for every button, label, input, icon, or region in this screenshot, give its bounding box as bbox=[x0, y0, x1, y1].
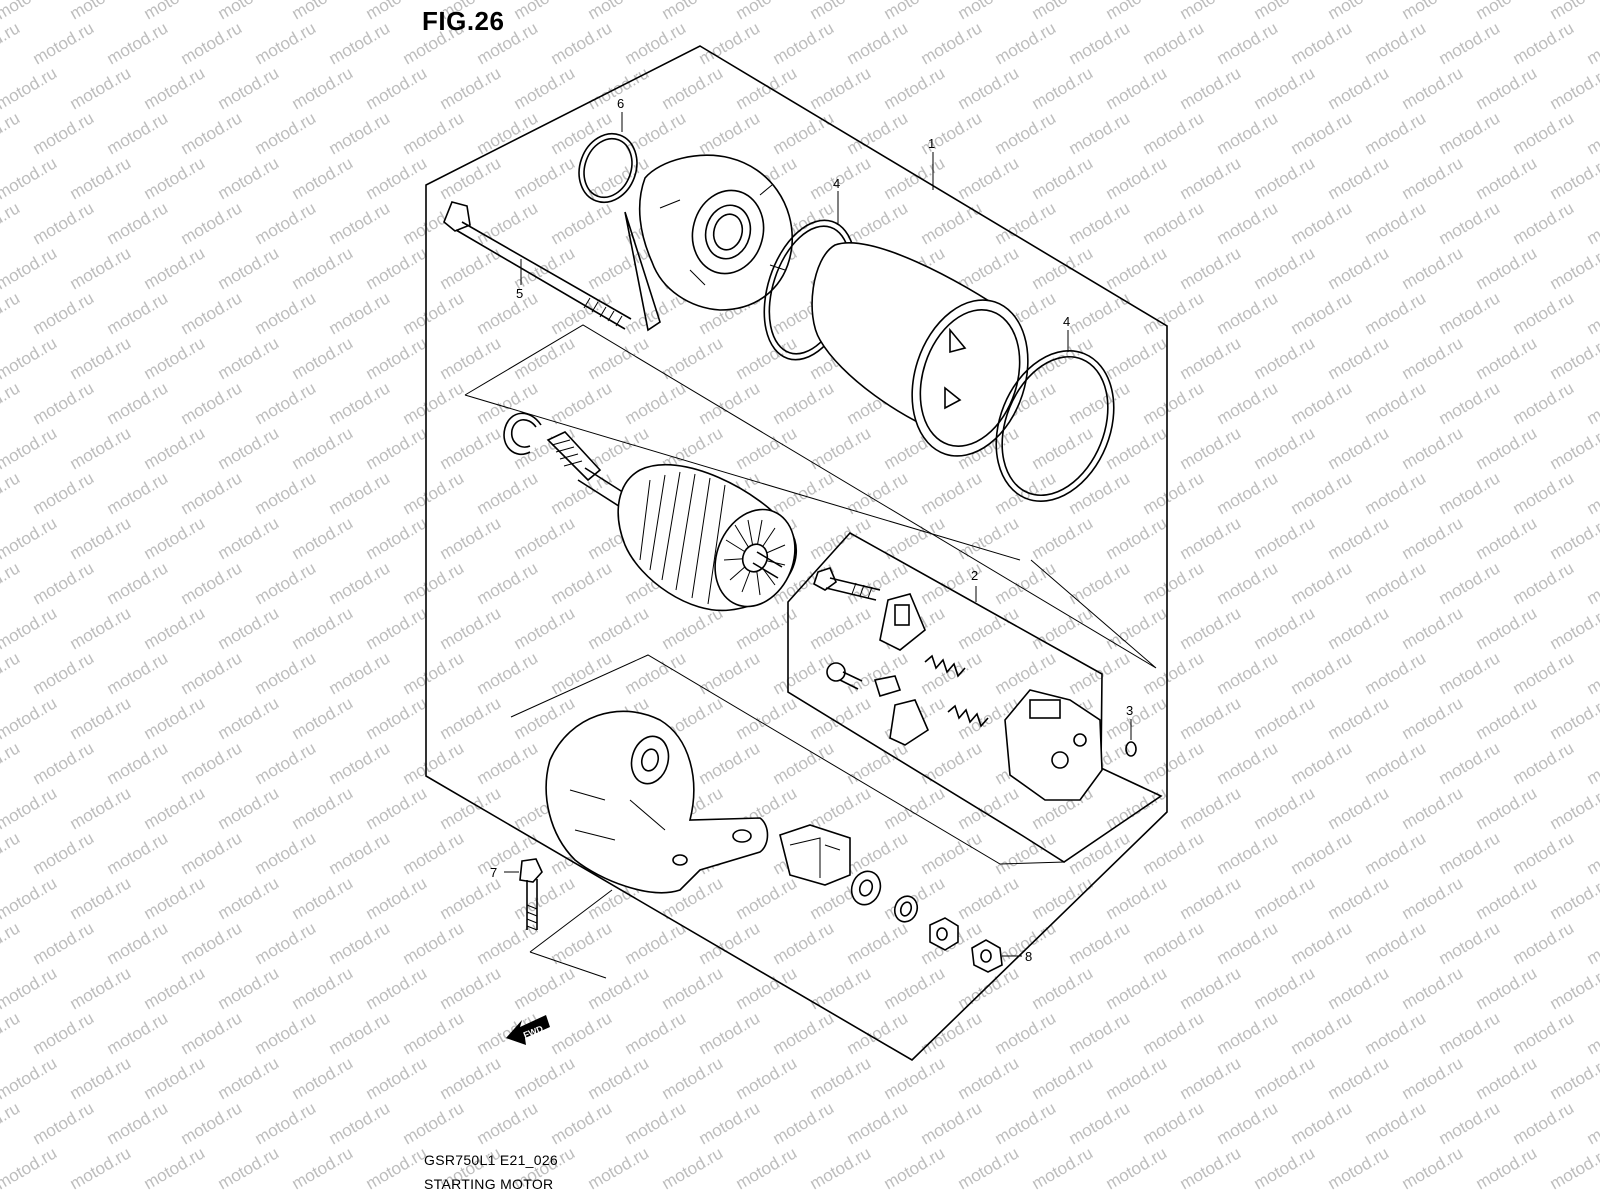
brush-holder-outline bbox=[787, 531, 1163, 863]
armature bbox=[546, 431, 797, 612]
brush-holder-parts bbox=[813, 567, 1103, 801]
model-code: GSR750L1 E21_026 bbox=[424, 1152, 559, 1168]
washer-large bbox=[850, 870, 882, 906]
terminal-insulator bbox=[779, 824, 851, 886]
callout-4-right: 4 bbox=[1063, 314, 1070, 329]
yoke bbox=[811, 242, 1029, 457]
callout-2: 2 bbox=[971, 568, 978, 583]
callout-6: 6 bbox=[617, 96, 624, 111]
circlip bbox=[503, 412, 542, 455]
o-ring-part-3 bbox=[1125, 741, 1137, 757]
figure-title: FIG.26 bbox=[422, 6, 505, 36]
assembly-outline bbox=[425, 45, 1168, 1061]
callout-3: 3 bbox=[1126, 703, 1133, 718]
washer-small bbox=[893, 895, 919, 923]
rear-group-outline bbox=[510, 654, 1066, 865]
figure-caption: STARTING MOTOR bbox=[424, 1176, 554, 1192]
callout-7: 7 bbox=[490, 865, 497, 880]
callout-5: 5 bbox=[516, 286, 523, 301]
ring-part-4-right bbox=[995, 350, 1115, 502]
yoke-group-outline bbox=[464, 324, 1157, 669]
callout-1: 1 bbox=[928, 136, 935, 151]
bolt-part-7 bbox=[504, 858, 543, 931]
fwd-arrow: FWD bbox=[506, 1015, 550, 1045]
rear-housing bbox=[545, 710, 769, 894]
o-ring-part-6 bbox=[578, 132, 638, 204]
spacer bbox=[929, 917, 959, 951]
callout-4-left: 4 bbox=[833, 176, 840, 191]
callout-8: 8 bbox=[1025, 949, 1032, 964]
front-housing bbox=[624, 154, 793, 332]
nut-part-8 bbox=[971, 939, 1022, 973]
through-bolt-part-5 bbox=[443, 201, 632, 330]
